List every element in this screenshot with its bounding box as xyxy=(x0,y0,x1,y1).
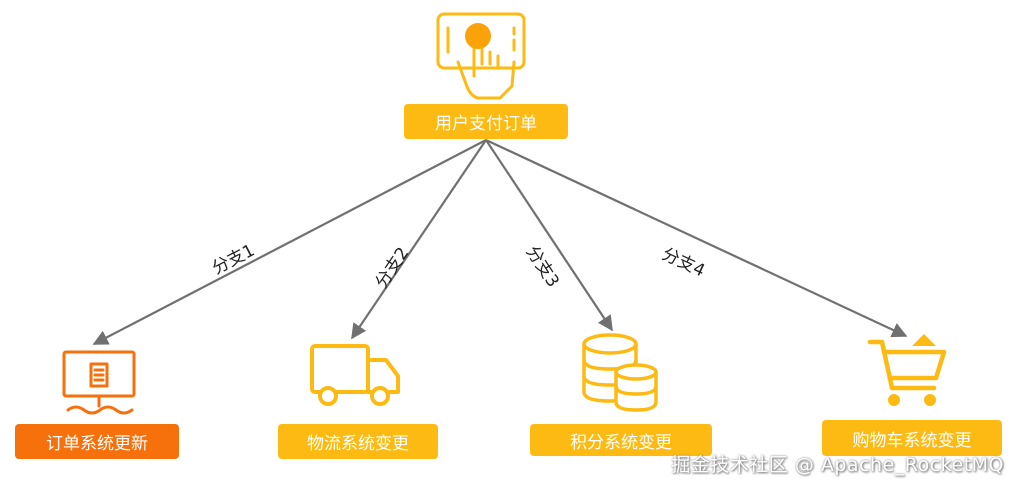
edge-branch-4 xyxy=(485,139,908,338)
edge-branch-1 xyxy=(92,139,487,345)
branch-2-label: 物流系统变更 xyxy=(278,424,438,459)
watermark: 掘金技术社区 @ Apache_RocketMQ xyxy=(671,454,1004,476)
root-node-label: 用户支付订单 xyxy=(404,104,568,139)
branch-4-label: 购物车系统变更 xyxy=(822,420,1002,456)
edge-branch-3 xyxy=(485,139,613,332)
branch-3-label: 积分系统变更 xyxy=(530,424,712,456)
branch-1-label: 订单系统更新 xyxy=(15,424,179,459)
edge-branch-2 xyxy=(351,139,487,340)
